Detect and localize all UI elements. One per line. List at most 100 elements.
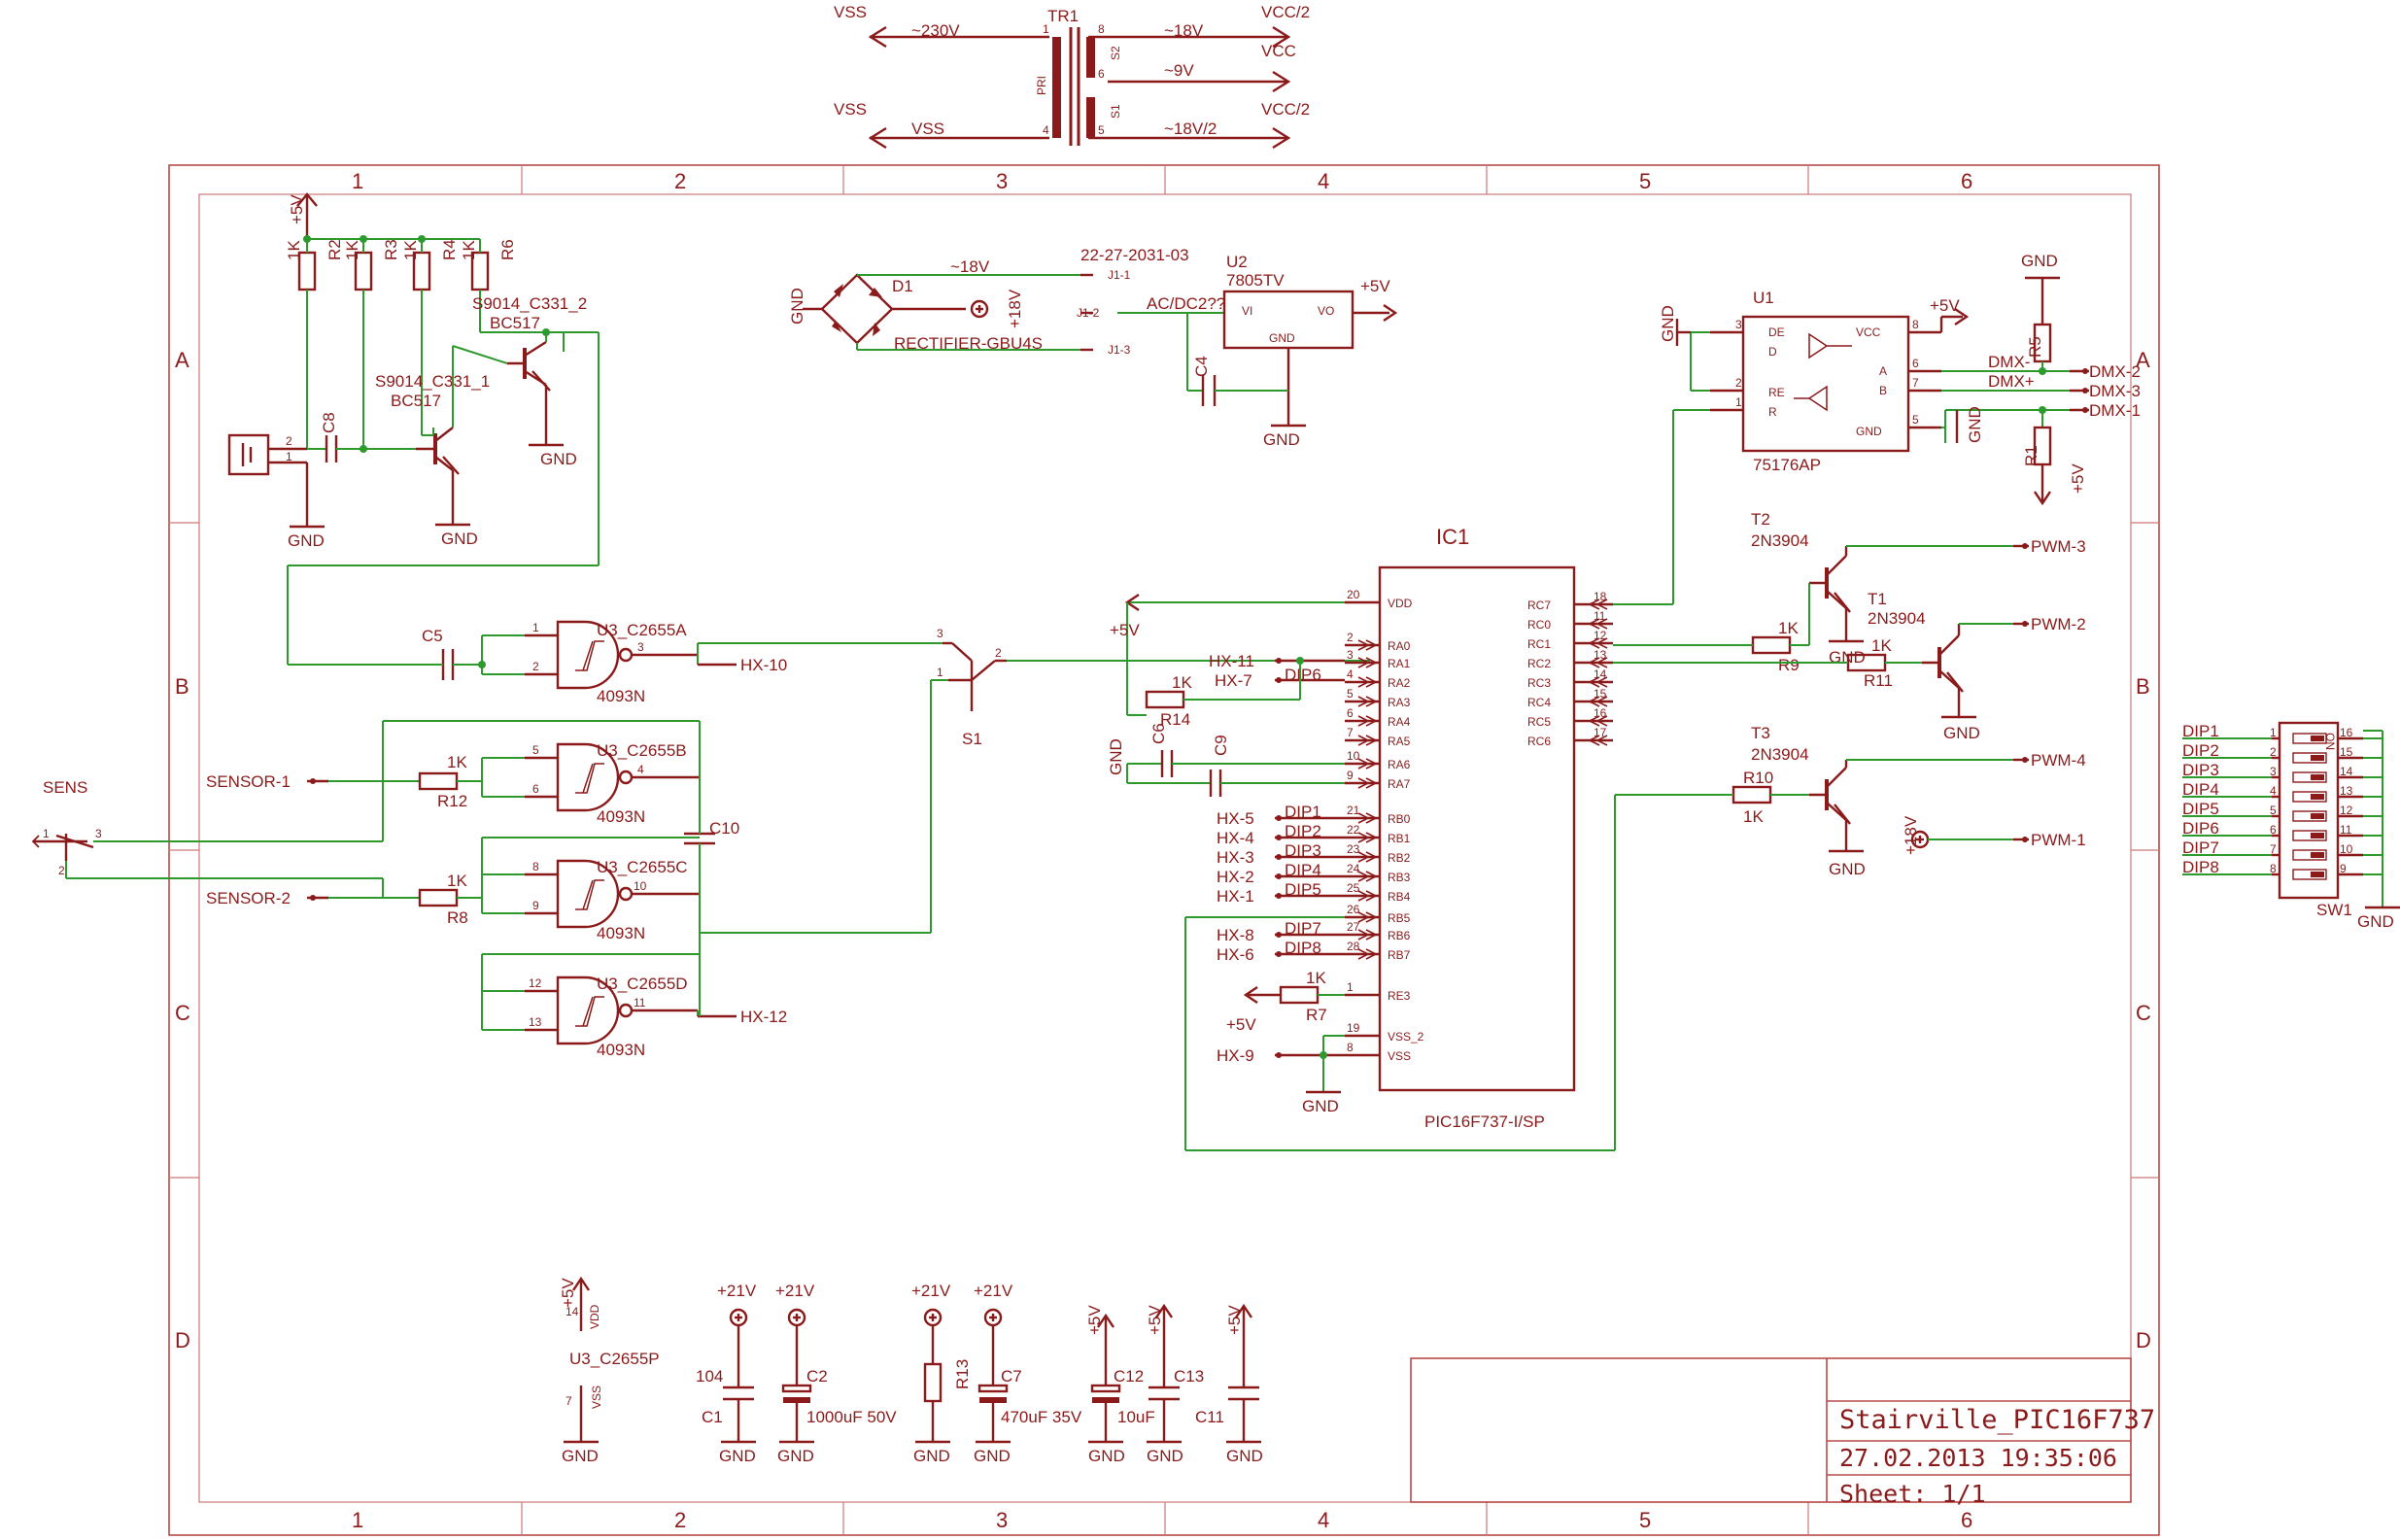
mcu-pin-name: RA0: [1388, 639, 1411, 653]
u1-vcc: VCC: [1856, 325, 1881, 339]
col-label: 6: [1961, 1508, 1972, 1532]
ic1-part: PIC16F737-I/SP: [1424, 1112, 1545, 1131]
gate-c-type: 4093N: [597, 924, 645, 942]
u2-out: +5V: [1360, 277, 1390, 295]
r9-label: R9: [1778, 656, 1800, 674]
rb-dip-label: DIP7: [1285, 919, 1321, 938]
column-dividers: [169, 165, 2159, 1535]
mcu-pin-name: VSS_2: [1388, 1030, 1424, 1044]
u1-pin: 8: [1912, 318, 1919, 331]
row-labels-left: A B C D: [175, 348, 190, 1352]
mcu-pin-name: RA1: [1388, 657, 1411, 670]
tr1-pri: PRI: [1035, 76, 1048, 95]
r8-label: R8: [447, 908, 468, 927]
j1-part: 22-27-2031-03: [1080, 246, 1189, 264]
mcu-pin-num: 24: [1347, 862, 1360, 875]
mcu-pin-name: RC6: [1527, 735, 1551, 748]
hx10-label: HX-10: [740, 656, 787, 674]
u1-pin: 3: [1735, 318, 1742, 331]
dip-pin: 12: [2340, 804, 2353, 817]
gd-pin: 12: [529, 976, 542, 990]
c13-gnd: GND: [1147, 1447, 1183, 1465]
gb-pin: 5: [532, 743, 539, 757]
u3p-vdd: VDD: [588, 1304, 601, 1329]
mcu-pin-num: 27: [1347, 920, 1360, 934]
ga-pin: 1: [532, 621, 539, 634]
tr1-vcc1: VCC/2: [1261, 3, 1310, 21]
r9-value: 1K: [1778, 619, 1799, 637]
s1-pin: 1: [937, 666, 943, 679]
col-label: 1: [352, 1508, 363, 1532]
col-label: 3: [996, 1508, 1008, 1532]
gate-b-type: 4093N: [597, 807, 645, 826]
col-label: 4: [1318, 169, 1329, 193]
u1-5v: +5V: [1930, 296, 1960, 315]
mic-pin: 1: [286, 450, 292, 463]
mcu-pin-name: RC0: [1527, 618, 1551, 632]
mcu-pin-name: RA4: [1388, 715, 1411, 729]
mcu-pin-num: 28: [1347, 940, 1360, 953]
schmitt-gates: C5 1 2 3 U3_C2655A 4093N HX-10 5 6 4: [31, 620, 1370, 1059]
t1-label: T1: [1868, 590, 1887, 608]
ac18-label: ~18V: [950, 257, 990, 276]
u2-part: 7805TV: [1226, 271, 1285, 290]
r7-value: 1K: [1306, 969, 1326, 987]
mcu-pin-num: 5: [1347, 687, 1354, 701]
c5-label: C5: [422, 627, 443, 645]
rb-hx-label: HX-2: [1217, 868, 1254, 886]
r2-value: 1K: [285, 240, 303, 260]
u2-label: U2: [1226, 253, 1248, 271]
u1-label: U1: [1753, 289, 1774, 307]
t1-name: S9014_C331_2: [472, 294, 587, 313]
pwm1-18v: +18V: [1902, 815, 1920, 855]
u2-vi: VI: [1242, 304, 1252, 318]
r8-value: 1K: [447, 872, 467, 890]
col-label: 2: [674, 1508, 686, 1532]
u3p-5v: +5V: [559, 1278, 577, 1308]
mcu-pin-num: 9: [1347, 769, 1354, 782]
gate-a-type: 4093N: [597, 687, 645, 705]
mcu-pin-num: 23: [1347, 842, 1360, 856]
u1-pin: 2: [1735, 376, 1742, 390]
t2-gnd: GND: [441, 530, 478, 548]
rb-hx-label: HX-1: [1217, 887, 1254, 906]
tr1-vss-top: VSS: [834, 3, 867, 21]
row-label: D: [2136, 1328, 2151, 1352]
ga-pin: 3: [637, 640, 644, 654]
mcu-pin-num: 20: [1347, 588, 1360, 601]
c-gnd: GND: [1107, 738, 1125, 775]
c11-label: C11: [1195, 1408, 1224, 1426]
r11-label: R11: [1864, 671, 1893, 690]
u2-gnd-sym: GND: [1263, 430, 1300, 449]
mcu-pin-name: VDD: [1388, 597, 1413, 610]
transformer-tr1: TR1 PRI S2 S1 1 4 8 6 5 VSS ~230V VSS VS…: [834, 3, 1310, 150]
c1-value: 104: [696, 1367, 723, 1386]
vss-gnd: GND: [1302, 1097, 1339, 1115]
tr1-out1: ~18V: [1164, 21, 1204, 40]
tr1-vcc2: VCC: [1261, 42, 1296, 60]
rb-hx-label: HX-4: [1217, 829, 1254, 847]
row-label: A: [2136, 348, 2150, 372]
rb-hx-label: HX-6: [1217, 945, 1254, 964]
u1-a: A: [1879, 364, 1887, 378]
dip-pin: 15: [2340, 745, 2353, 759]
dip-label: DIP2: [2182, 741, 2219, 760]
mcu-pin-num: 7: [1347, 726, 1354, 739]
vdd-5v: +5V: [1110, 621, 1140, 639]
mcu-pin-name: RC3: [1527, 676, 1551, 690]
tr1-in-bot: VSS: [911, 120, 944, 138]
c12-label: C12: [1114, 1367, 1144, 1386]
dmx-plus: DMX+: [1988, 372, 2035, 391]
r2-label: R2: [326, 239, 344, 260]
mcu-pin-name: VSS: [1388, 1049, 1411, 1063]
dip-pin: 2: [2270, 745, 2277, 759]
amp-5v: +5V: [288, 194, 306, 224]
dip-pin: 11: [2340, 823, 2352, 837]
u2-gnd: GND: [1269, 331, 1295, 345]
dip-pin: 3: [2270, 765, 2277, 778]
sensor1-label: SENSOR-1: [206, 772, 291, 791]
u3p-pin14: 14: [566, 1305, 579, 1318]
